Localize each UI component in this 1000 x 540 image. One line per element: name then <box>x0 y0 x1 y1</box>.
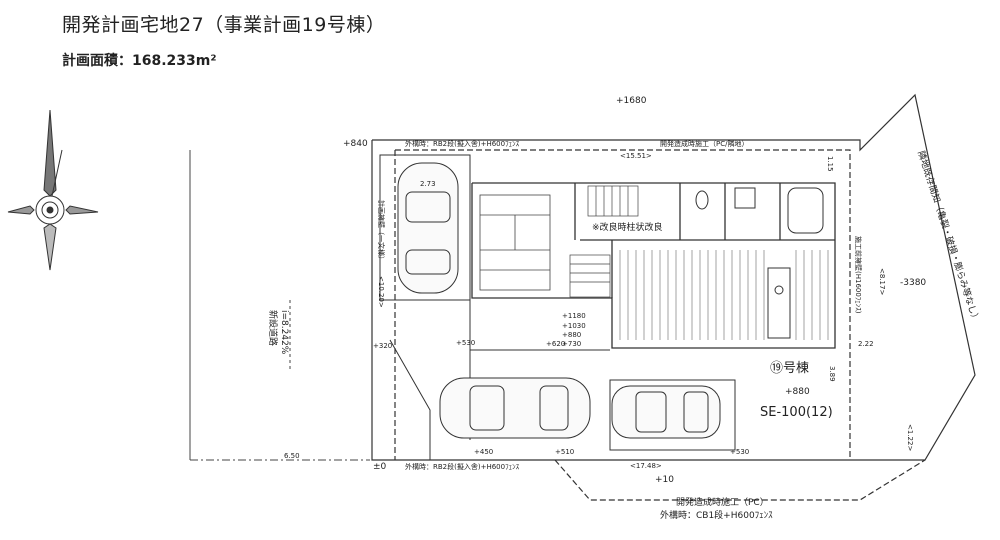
dim-top: <15.51> <box>620 152 652 160</box>
top-dev-note: 開発造成時施工（PC/隣地） <box>660 139 748 148</box>
house-number: ⑲号棟 <box>770 361 809 376</box>
level-top: +1680 <box>616 96 647 106</box>
compass-icon <box>7 109 99 271</box>
road-width: 6.50 <box>284 452 300 460</box>
stairs <box>569 185 639 298</box>
planned-area: 計画面積：168.233m² <box>62 53 217 69</box>
level-530: +530 <box>456 339 475 347</box>
level-510: +510 <box>555 448 574 456</box>
level-730: +730 <box>562 340 581 348</box>
dim-left: <10.20> <box>377 276 385 308</box>
kitchen <box>695 187 824 339</box>
right-vertical-note: 施工前擁壁(H1600ﾌｪﾝｽ) <box>854 236 863 314</box>
car-icon-2 <box>439 377 591 439</box>
dim-right-lower: <1.22> <box>906 424 914 451</box>
ldk-floor <box>619 250 829 340</box>
dim-bottom: <17.48> <box>630 462 662 470</box>
left-vertical-note: 計画擁壁（一文様） <box>377 200 386 263</box>
level-1180: +1180 <box>562 312 586 320</box>
road <box>189 150 370 461</box>
bottom-fence-note: 外構時：CB1段+H600ﾌｪﾝｽ <box>660 509 773 521</box>
level-530b: +530 <box>730 448 749 456</box>
dim-right-upper: <8.17> <box>878 268 886 295</box>
bottom-dev-note: 開発造成時施工（PC） <box>676 496 769 508</box>
house-outline <box>471 182 836 349</box>
car-icon-3 <box>611 385 721 439</box>
road-name: 新設道路 <box>267 310 279 346</box>
level-right: -3380 <box>900 278 926 288</box>
dim-389: 3.89 <box>828 366 836 382</box>
page-title: 開発計画宅地27（事業計画19号棟） <box>62 14 386 36</box>
level-bottom: +10 <box>655 475 674 485</box>
car-icon-1 <box>397 162 459 294</box>
tatami-room <box>479 194 551 291</box>
road-slope: i=8.242% <box>279 310 289 355</box>
site-boundary <box>371 93 976 501</box>
level-1030: +1030 <box>562 322 586 330</box>
house-model: SE-100(12) <box>760 405 833 420</box>
top-wall-note: 外構時：RB2段(擬入舎)+H600ﾌｪﾝｽ <box>405 139 520 148</box>
improvement-note: ※改良時柱状改良 <box>592 221 663 233</box>
house-floor-level: +880 <box>785 387 810 397</box>
level-620: +620 <box>546 340 565 348</box>
parking-area <box>379 154 736 460</box>
right-existing-note: 隣地既存間知（亀裂・破損・膨らみ等なし） <box>915 149 982 324</box>
level-bottom-left: ±0 <box>373 462 387 472</box>
level-320: +320 <box>373 342 392 350</box>
dim-top-small: 1.15 <box>826 156 834 172</box>
level-corner: +840 <box>343 139 368 149</box>
level-450: +450 <box>474 448 493 456</box>
car-width: 2.73 <box>420 180 436 188</box>
dim-222: 2.22 <box>858 340 874 348</box>
level-880: +880 <box>562 331 581 339</box>
bottom-wall-note: 外構時：RB2段(擬入舎)+H600ﾌｪﾝｽ <box>405 462 520 471</box>
